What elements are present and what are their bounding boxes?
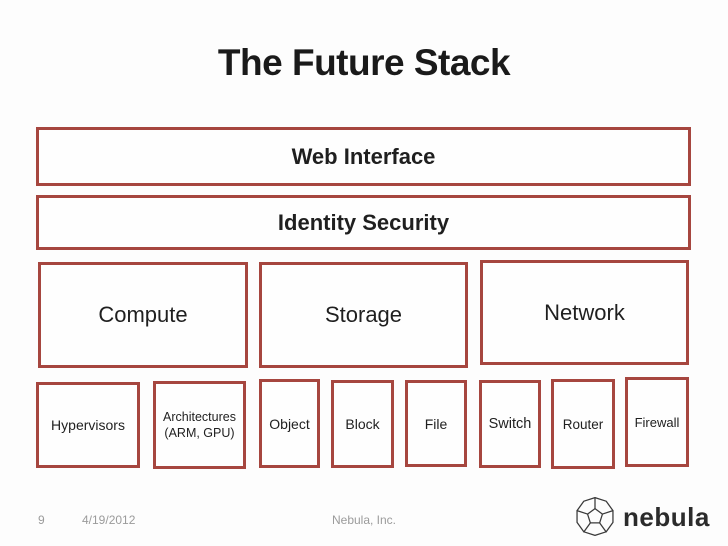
component-box-switch: Switch: [479, 380, 541, 468]
component-box-object: Object: [259, 379, 320, 468]
pillar-label: Network: [544, 299, 625, 325]
component-box-block: Block: [331, 380, 394, 468]
page-number: 9: [38, 513, 45, 527]
layer-box-web-interface: Web Interface: [36, 127, 691, 186]
component-sublabel: (ARM, GPU): [164, 426, 235, 440]
layer-label: Web Interface: [291, 143, 436, 169]
footer-company: Nebula, Inc.: [331, 513, 397, 527]
component-box-hypervisors: Hypervisors: [36, 382, 140, 468]
component-label: Switch: [488, 416, 532, 432]
component-label: Block: [345, 416, 380, 432]
pillar-box-network: Network: [480, 260, 689, 365]
component-box-file: File: [405, 380, 467, 467]
component-label: Architectures: [163, 409, 236, 424]
layer-box-identity-security: Identity Security: [36, 195, 691, 250]
component-label: Hypervisors: [51, 417, 125, 433]
slide-title: The Future Stack: [217, 42, 511, 83]
pillar-box-compute: Compute: [38, 262, 248, 368]
component-box-firewall: Firewall: [625, 377, 689, 467]
footer-date: 4/19/2012: [82, 513, 136, 527]
pillar-box-storage: Storage: [259, 262, 468, 368]
pillar-label: Compute: [98, 302, 188, 327]
component-label: Router: [562, 416, 604, 432]
component-box-router: Router: [551, 379, 615, 469]
pillar-label: Storage: [324, 302, 403, 327]
component-label: File: [424, 415, 448, 432]
nebula-polyhedron-icon: [574, 495, 616, 538]
component-label: Firewall: [634, 414, 680, 430]
nebula-logo: nebula: [574, 495, 710, 538]
layer-label: Identity Security: [277, 209, 450, 235]
component-label: Object: [269, 415, 310, 432]
nebula-wordmark: nebula: [623, 501, 710, 532]
component-box-architectures: Architectures (ARM, GPU): [153, 381, 246, 469]
